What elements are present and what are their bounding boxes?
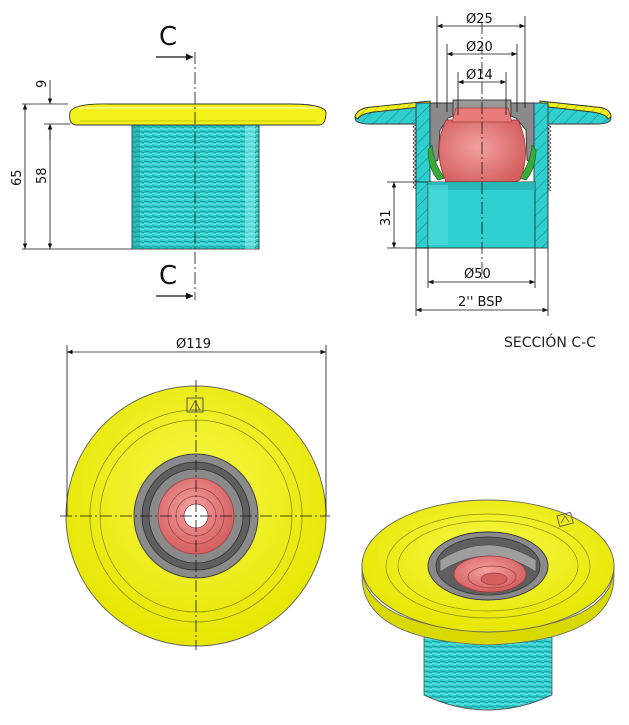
threaded-body-shadow xyxy=(132,124,140,249)
dim-total-length: 65 xyxy=(10,169,25,186)
logo-mark-icon xyxy=(186,397,204,413)
threaded-body xyxy=(131,123,260,250)
dim-dia-25: Ø25 xyxy=(466,12,493,27)
dim-dia-14: Ø14 xyxy=(466,68,493,83)
side-view: C C 9 58 65 xyxy=(10,22,327,300)
dim-body-length: 58 xyxy=(35,167,50,184)
thread-wall-right xyxy=(533,102,549,249)
green-seal-right xyxy=(518,144,537,181)
section-title: SECCIÓN C-C xyxy=(504,333,596,351)
dim-insert-depth: 31 xyxy=(379,209,394,226)
top-view: Ø119 xyxy=(60,337,330,650)
iso-logo-mark-icon xyxy=(556,511,574,528)
dim-dia-119: Ø119 xyxy=(176,337,211,352)
threaded-body-highlight xyxy=(245,124,255,249)
section-letter-top: C xyxy=(159,22,177,52)
flange-cap-right xyxy=(539,100,612,120)
dim-flange-thickness: 9 xyxy=(35,80,50,88)
isometric-view xyxy=(361,499,615,711)
flange-side xyxy=(69,103,327,126)
dim-thread: 2'' BSP xyxy=(458,295,502,310)
section-view: Ø25 Ø20 Ø14 31 Ø50 2'' BSP SECCIÓN C-C xyxy=(354,12,612,351)
dim-dia-20: Ø20 xyxy=(466,40,493,55)
dim-dia-50: Ø50 xyxy=(464,267,491,282)
pink-ball-top xyxy=(451,107,513,123)
green-seal-left xyxy=(427,144,446,181)
section-letter-bottom: C xyxy=(159,261,177,291)
